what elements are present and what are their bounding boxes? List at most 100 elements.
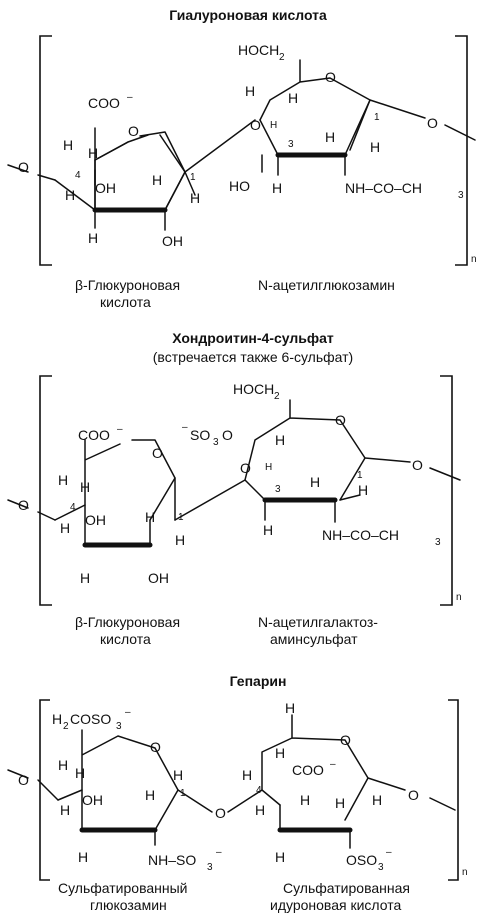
- coo-group: COO: [88, 95, 120, 111]
- carbon-4-label: 4: [70, 502, 76, 513]
- h-atom: H: [88, 145, 98, 161]
- hoch2-group: HOCH: [238, 42, 279, 58]
- h-atom: H: [372, 792, 382, 808]
- charge: –: [386, 847, 392, 858]
- subscript-3: 3: [116, 721, 122, 732]
- hyaluronic-title: Гиалуроновая кислота: [169, 7, 327, 23]
- oxygen-right: O: [427, 115, 438, 131]
- acetamido-group: NH–CO–CH: [345, 180, 422, 196]
- glucuronic-label-2: кислота: [100, 631, 151, 647]
- glycosidic-bond-1-3: [184, 119, 256, 173]
- section-heparin: Гепарин n O H 2 COSO 3 – O H H H OH H 1 …: [7, 673, 468, 913]
- glycosidic-bond-1-3: [174, 479, 246, 521]
- h-atom: H: [75, 765, 85, 781]
- coo-charge: –: [127, 92, 133, 103]
- coo-charge: –: [330, 759, 336, 770]
- h-atom: H: [265, 462, 272, 473]
- h-atom: H: [358, 482, 368, 498]
- acetylglucosamine-label: N-ацетилглюкозамин: [258, 277, 395, 293]
- carbon-1-label: 1: [180, 788, 186, 799]
- sulfate-charge: –: [182, 422, 188, 433]
- section-hyaluronic-acid: Гиалуроновая кислота n O COO – O H H 4 H…: [7, 7, 477, 310]
- oxygen-left: O: [18, 772, 29, 788]
- h-atom: H: [310, 474, 320, 490]
- ring-right-bonds: [279, 777, 456, 849]
- h-atom: H: [78, 849, 88, 865]
- chondroitin-subtitle: (встречается также 6-сульфат): [153, 349, 353, 365]
- oso3-group: OSO: [346, 852, 377, 868]
- h-atom: H: [255, 802, 265, 818]
- carbon-3-label: 3: [275, 484, 281, 495]
- glucosamine-label: Сульфатированный: [58, 880, 187, 896]
- carbon-1-label: 1: [357, 470, 363, 481]
- glycosidic-left: [7, 164, 56, 181]
- ring-oxygen-right: O: [340, 732, 351, 748]
- galactosamine-label-2: аминсульфат: [270, 631, 358, 647]
- right-bracket: [455, 35, 468, 266]
- subscript-3: 3: [213, 437, 219, 448]
- glycosidic-left: [7, 499, 56, 521]
- h-atom: H: [175, 532, 185, 548]
- h-atom: H: [65, 187, 75, 203]
- h-atom: H: [173, 767, 183, 783]
- h-atom: H: [275, 745, 285, 761]
- glucuronic-label: β-Глюкуроновая: [75, 614, 180, 630]
- ring-oxygen: O: [240, 460, 251, 476]
- h-atom: H: [60, 520, 70, 536]
- ring-oxygen: O: [250, 117, 261, 133]
- ring-oxygen-right: O: [325, 69, 336, 85]
- h-atom: H: [80, 479, 90, 495]
- iduronic-label: Сульфатированная: [283, 880, 410, 896]
- subscript-3: 3: [435, 537, 441, 548]
- h-atom: H: [63, 137, 73, 153]
- ring-left-bonds: [81, 789, 213, 846]
- ring-left-substituent-bonds: [94, 169, 196, 231]
- h-atom: H: [145, 509, 155, 525]
- oh-group: OH: [95, 180, 116, 196]
- sulfate-oxygen: O: [222, 427, 233, 443]
- h-atom: H: [245, 83, 255, 99]
- h-atom: H: [88, 230, 98, 246]
- iduronic-label-2: идуроновая кислота: [270, 897, 401, 913]
- ring-oxygen-left: O: [128, 123, 139, 139]
- ring-right-bonds: [259, 99, 426, 156]
- glycosidic-left: [7, 769, 59, 801]
- sulfate-group: SO: [190, 427, 210, 443]
- glycosidic-bond-1-4: [227, 789, 263, 813]
- oxygen-right: O: [412, 457, 423, 473]
- glycosidic-right: [444, 124, 476, 141]
- coo-charge: –: [117, 424, 123, 435]
- repeat-n: n: [462, 867, 468, 878]
- charge: –: [216, 847, 222, 858]
- subscript-3: 3: [207, 862, 213, 873]
- galactosamine-label: N-ацетилгалактоз-: [258, 614, 378, 630]
- glucuronic-label-2: кислота: [100, 294, 151, 310]
- ring-oxygen-left: O: [150, 739, 161, 755]
- left-bracket: [39, 35, 52, 266]
- h-atom: H: [80, 570, 90, 586]
- coo-group: COO: [292, 762, 324, 778]
- oh-group: OH: [82, 792, 103, 808]
- h-atom: H: [58, 472, 68, 488]
- h-atom: H: [152, 172, 162, 188]
- right-bracket: [440, 375, 453, 606]
- h-atom: H: [275, 849, 285, 865]
- h-atom: H: [285, 700, 295, 716]
- acetamido-group: NH–CO–CH: [322, 527, 399, 543]
- ring-right-frame: [261, 714, 369, 821]
- ring-left-frame: [54, 439, 176, 521]
- oh-group: OH: [162, 233, 183, 249]
- h-atom: H: [272, 180, 282, 196]
- ch2-group: H: [52, 711, 62, 727]
- carbon-1-label: 1: [374, 112, 380, 123]
- oxygen-right: O: [408, 787, 419, 803]
- ring-right-substituent-bonds: [264, 494, 361, 523]
- h-atom: H: [335, 795, 345, 811]
- ring-right-frame: [244, 399, 366, 501]
- oh-group: OH: [148, 570, 169, 586]
- oh-group: OH: [85, 512, 106, 528]
- h-atom: H: [370, 139, 380, 155]
- h-atom: H: [145, 787, 155, 803]
- heparin-title: Гепарин: [230, 673, 287, 689]
